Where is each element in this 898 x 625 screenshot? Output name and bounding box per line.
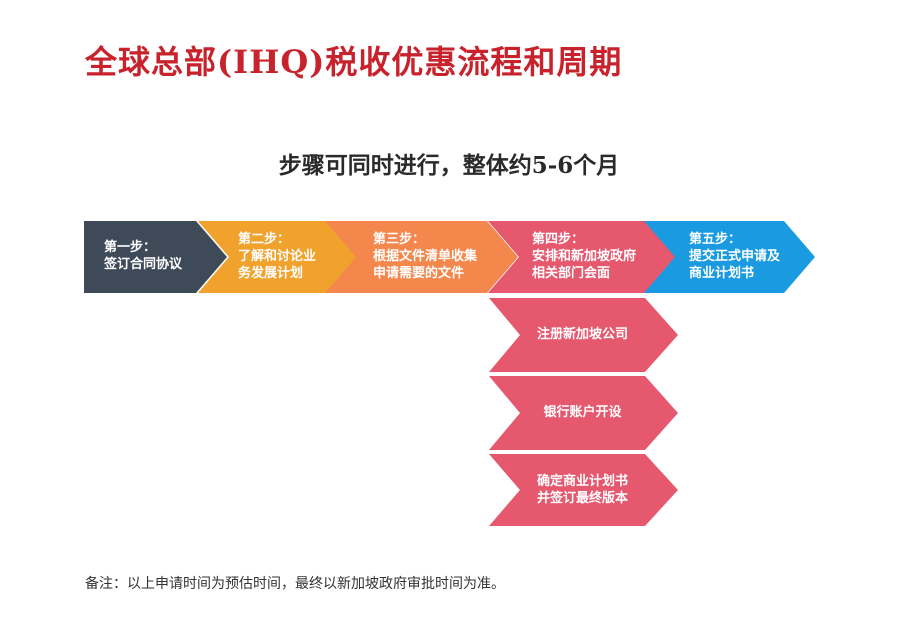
footnote: 备注：以上申请时间为预估时间，最终以新加坡政府审批时间为准。	[85, 576, 505, 592]
step-4-text: 第四步： 安排和新加坡政府 相关部门会面	[532, 231, 636, 282]
substep-3-text: 确定商业计划书 并签订最终版本	[520, 473, 645, 507]
substep-2-text: 银行账户开设	[520, 404, 645, 421]
step-3-desc-line-2: 申请需要的文件	[373, 266, 465, 281]
step-2-label: 第二步：	[238, 232, 291, 247]
page-title: 全球总部(IHQ)税收优惠流程和周期	[85, 43, 623, 81]
subtitle: 步骤可同时进行，整体约5-6个月	[278, 152, 620, 179]
step-1-text: 第一步： 签订合同协议	[104, 239, 182, 273]
substep-2-shape	[489, 376, 678, 450]
step-1-label: 第一步：	[104, 240, 157, 255]
substep-3-shape	[489, 454, 678, 526]
step-2-desc-line-2: 务发展计划	[238, 266, 304, 281]
step-4-desc-line-2: 相关部门会面	[532, 266, 611, 281]
substep-3-line-1: 确定商业计划书	[536, 474, 628, 489]
step-3-desc-line-1: 根据文件清单收集	[373, 249, 478, 264]
step-5-text: 第五步： 提交正式申请及 商业计划书	[689, 231, 780, 282]
step-2-text: 第二步： 了解和讨论业 务发展计划	[238, 231, 316, 282]
step-1-desc-line-1: 签订合同协议	[104, 257, 183, 272]
step-4-desc-line-1: 安排和新加坡政府	[532, 249, 637, 264]
step-1-shape	[84, 221, 227, 293]
step-5-desc-line-2: 商业计划书	[689, 266, 755, 281]
substep-1-line-1: 注册新加坡公司	[536, 327, 628, 342]
step-5-label: 第五步：	[689, 232, 742, 247]
step-5-shape	[644, 221, 815, 293]
step-3-shape	[325, 221, 518, 293]
substep-1-shape	[489, 298, 678, 372]
step-3-label: 第三步：	[373, 232, 426, 247]
substep-1-text: 注册新加坡公司	[520, 326, 645, 343]
step-5-desc-line-1: 提交正式申请及	[689, 249, 781, 264]
step-4-label: 第四步：	[532, 232, 585, 247]
step-2-shape	[198, 221, 360, 293]
step-2-desc-line-1: 了解和讨论业	[238, 249, 317, 264]
step-3-text: 第三步： 根据文件清单收集 申请需要的文件	[373, 231, 477, 282]
step-4-shape	[488, 221, 679, 293]
substep-2-line-1: 银行账户开设	[543, 405, 622, 420]
substep-3-line-2: 并签订最终版本	[536, 491, 628, 506]
